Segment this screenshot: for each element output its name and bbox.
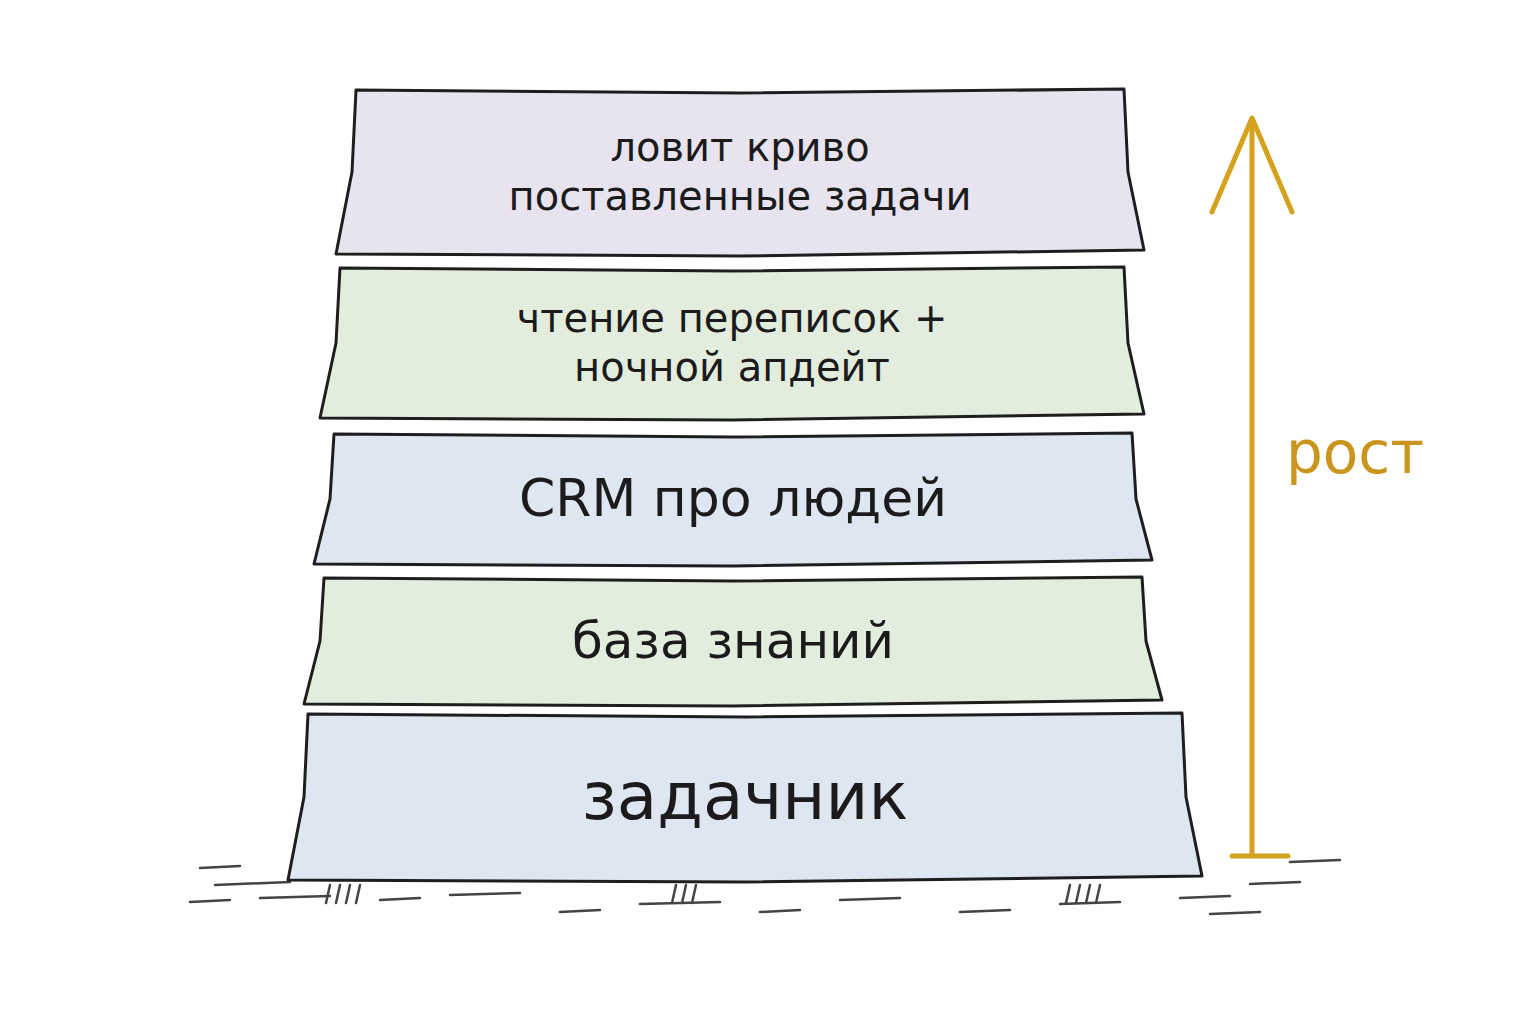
stack-layer: чтение переписок + ночной апдейт xyxy=(318,262,1146,424)
stack-layer: база знаний xyxy=(302,572,1164,710)
layer-label: чтение переписок + ночной апдейт xyxy=(452,294,1012,392)
layer-label: база знаний xyxy=(572,611,894,672)
layer-label: ловит криво поставленные задачи xyxy=(460,123,1020,221)
layer-label: CRM про людей xyxy=(519,467,947,530)
stack-layer: задачник xyxy=(286,708,1204,886)
growth-arrow xyxy=(1212,118,1292,856)
axis-label: рост xyxy=(1286,424,1424,482)
stack-layer: ловит криво поставленные задачи xyxy=(334,84,1146,260)
slab-outline xyxy=(334,84,1146,260)
slab-outline xyxy=(318,262,1146,424)
layer-label: задачник xyxy=(582,757,909,838)
stack-layer: CRM про людей xyxy=(312,428,1154,570)
